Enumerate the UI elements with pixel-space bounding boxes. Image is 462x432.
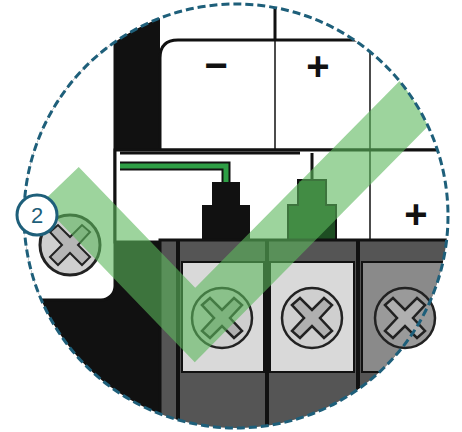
polarity-sign: −: [204, 45, 227, 85]
callout-number: 2: [31, 205, 43, 227]
screw-head: [282, 288, 342, 348]
callout-circle: [17, 195, 57, 235]
screw-slot: [385, 298, 425, 338]
polarity-sign: +: [306, 46, 329, 86]
screw-head: [375, 288, 435, 348]
polarity-sign: +: [404, 194, 427, 234]
screw-slot: [292, 298, 332, 338]
